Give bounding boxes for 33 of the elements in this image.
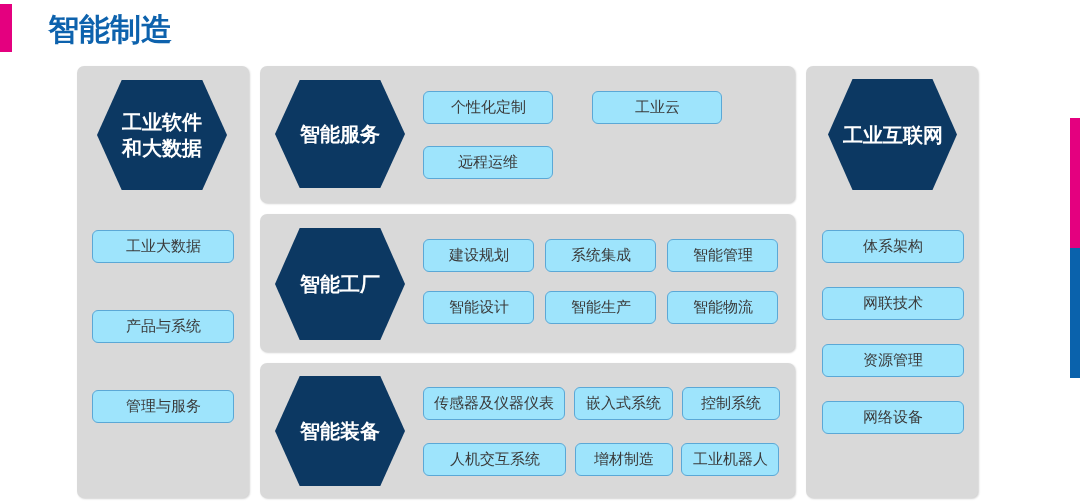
page-title: 智能制造 (48, 10, 172, 49)
topic-tag: 建设规划 (423, 239, 534, 272)
topic-tag: 人机交互系统 (423, 443, 566, 476)
panel (806, 66, 978, 498)
hexagon-label: 工业软件和大数据 (120, 109, 203, 161)
hexagon-label: 智能工厂 (300, 271, 380, 297)
topic-tag: 智能管理 (667, 239, 778, 272)
topic-tag: 产品与系统 (92, 310, 234, 343)
topic-tag: 传感器及仪器仪表 (423, 387, 565, 420)
topic-tag: 智能生产 (545, 291, 656, 324)
panel (260, 214, 795, 352)
topic-tag: 智能物流 (667, 291, 778, 324)
hexagon-label: 智能装备 (300, 418, 380, 444)
panel (77, 66, 249, 498)
topic-tag: 系统集成 (545, 239, 656, 272)
topic-tag: 增材制造 (575, 443, 673, 476)
topic-tag: 工业云 (592, 91, 722, 124)
topic-tag: 控制系统 (682, 387, 780, 420)
topic-tag: 网联技术 (822, 287, 964, 320)
topic-tag: 个性化定制 (423, 91, 553, 124)
topic-tag: 智能设计 (423, 291, 534, 324)
topic-tag: 资源管理 (822, 344, 964, 377)
topic-tag: 工业机器人 (681, 443, 779, 476)
topic-tag: 嵌入式系统 (574, 387, 673, 420)
topic-tag: 体系架构 (822, 230, 964, 263)
topic-tag: 管理与服务 (92, 390, 234, 423)
hexagon-label: 智能服务 (300, 121, 380, 147)
panel (260, 66, 795, 203)
topic-tag: 工业大数据 (92, 230, 234, 263)
panel (260, 363, 795, 498)
hexagon-label: 工业互联网 (842, 121, 943, 148)
topic-tag: 网络设备 (822, 401, 964, 434)
topic-tag: 远程运维 (423, 146, 553, 179)
